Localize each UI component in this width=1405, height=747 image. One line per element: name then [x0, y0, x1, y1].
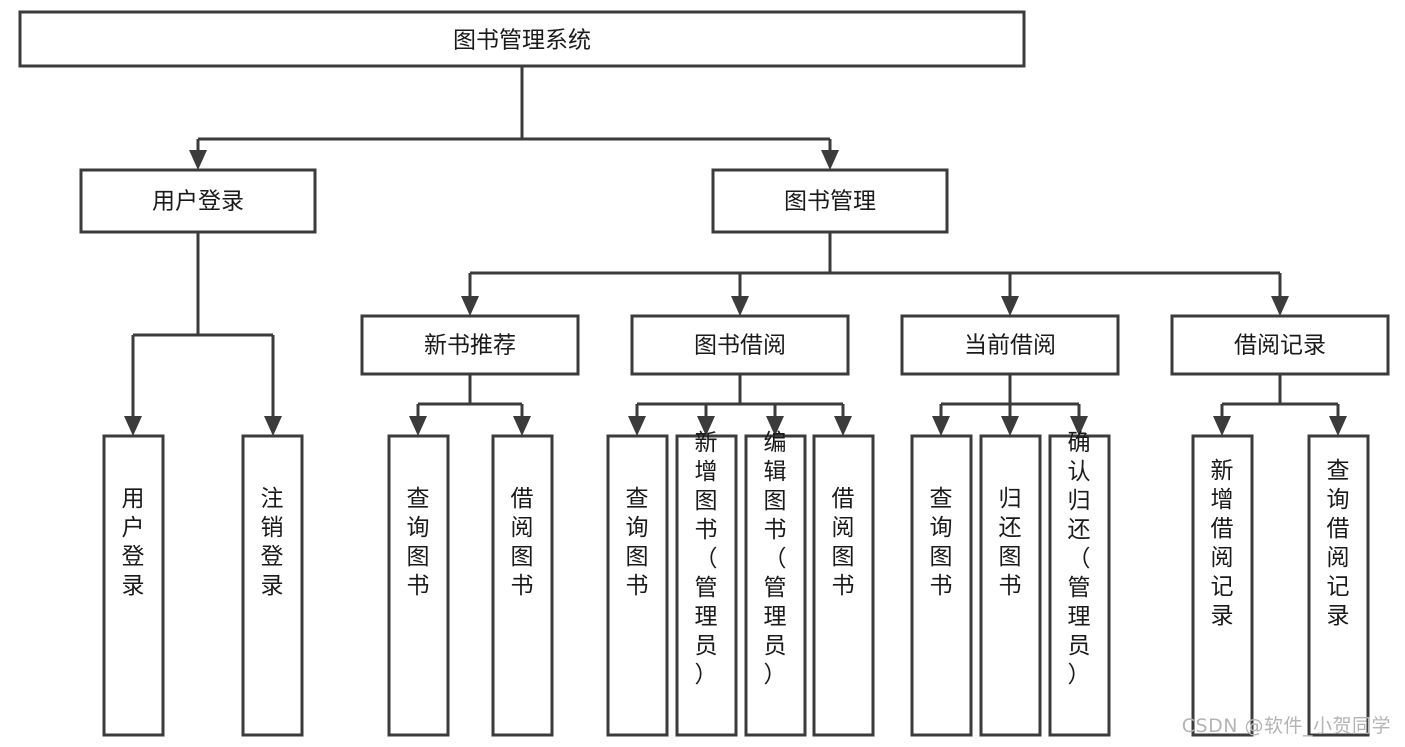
node-user-login-box[interactable]: [79, 168, 317, 234]
node-leaf-add-record-label: 新增借阅记录: [1211, 458, 1234, 629]
arrow-to-borrow-record: [1271, 296, 1289, 316]
arrow-to-new-book-recommend: [461, 296, 479, 316]
node-leaf-add-record[interactable]: 新增借阅记录: [1191, 434, 1254, 737]
arrow-to-leaf-edit-book: [766, 416, 784, 436]
node-leaf-logout-box[interactable]: [241, 434, 304, 737]
node-book-manage-label: 图书管理: [784, 189, 876, 215]
arrow-to-book-borrow: [731, 296, 749, 316]
node-leaf-confirm-return[interactable]: 确认归还（管理员）: [1048, 430, 1111, 737]
arrow-to-current-borrow: [1001, 296, 1019, 316]
node-leaf-return-book[interactable]: 归还图书: [979, 434, 1042, 737]
node-root-box[interactable]: [18, 10, 1026, 68]
node-borrow-record-box[interactable]: [1170, 314, 1390, 376]
node-leaf-borrow-book-2-label: 借阅图书: [832, 486, 855, 599]
node-root[interactable]: 图书管理系统: [18, 10, 1026, 68]
node-book-manage[interactable]: 图书管理: [711, 168, 949, 234]
node-leaf-user-login-label: 用户登录: [122, 486, 145, 599]
node-book-borrow-box[interactable]: [630, 314, 850, 376]
arrow-to-leaf-add-book: [697, 416, 715, 436]
node-user-login-label: 用户登录: [152, 189, 244, 215]
node-leaf-query-book-3-box[interactable]: [910, 434, 973, 737]
arrow-to-leaf-query-book-2: [628, 416, 646, 436]
node-leaf-confirm-return-label: 确认归还（管理员）: [1068, 430, 1091, 688]
node-leaf-query-record-box[interactable]: [1307, 434, 1370, 737]
arrow-to-leaf-query-book-1: [409, 416, 427, 436]
arrow-to-leaf-logout: [264, 416, 282, 436]
node-leaf-add-record-box[interactable]: [1191, 434, 1254, 737]
node-leaf-edit-book[interactable]: 编辑图书（管理员）: [744, 430, 807, 737]
node-leaf-borrow-book-1[interactable]: 借阅图书: [491, 434, 554, 737]
node-leaf-edit-book-box[interactable]: [744, 434, 807, 737]
node-book-borrow[interactable]: 图书借阅: [630, 314, 850, 376]
arrow-to-leaf-query-record: [1329, 416, 1347, 436]
node-leaf-add-book[interactable]: 新增图书（管理员）: [675, 430, 738, 737]
node-leaf-logout[interactable]: 注销登录: [241, 434, 304, 737]
node-book-borrow-label: 图书借阅: [694, 333, 786, 359]
arrow-to-leaf-borrow-book-1: [513, 416, 531, 436]
node-leaf-return-book-box[interactable]: [979, 434, 1042, 737]
node-leaf-query-record[interactable]: 查询借阅记录: [1307, 434, 1370, 737]
node-leaf-query-book-2-box[interactable]: [606, 434, 669, 737]
node-leaf-edit-book-label: 编辑图书（管理员）: [764, 430, 787, 688]
node-leaf-query-book-3-label: 查询图书: [930, 486, 953, 599]
node-leaf-query-book-1-label: 查询图书: [407, 486, 430, 599]
node-user-login[interactable]: 用户登录: [79, 168, 317, 234]
node-leaf-add-book-box[interactable]: [675, 434, 738, 737]
node-new-book-recommend[interactable]: 新书推荐: [360, 314, 580, 376]
arrow-to-user-login: [189, 150, 207, 170]
arrow-to-leaf-return-book: [1001, 416, 1019, 436]
node-new-book-recommend-label: 新书推荐: [424, 333, 516, 359]
node-leaf-query-book-1-box[interactable]: [387, 434, 450, 737]
edges-layer: [124, 66, 1347, 436]
node-leaf-logout-label: 注销登录: [261, 486, 284, 599]
node-current-borrow[interactable]: 当前借阅: [900, 314, 1120, 376]
arrow-to-book-manage: [821, 150, 839, 170]
node-current-borrow-box[interactable]: [900, 314, 1120, 376]
node-leaf-return-book-label: 归还图书: [999, 486, 1022, 599]
node-borrow-record-label: 借阅记录: [1234, 333, 1326, 359]
node-root-label: 图书管理系统: [453, 28, 591, 54]
arrow-to-leaf-query-book-3: [932, 416, 950, 436]
node-leaf-borrow-book-1-box[interactable]: [491, 434, 554, 737]
node-leaf-query-book-2[interactable]: 查询图书: [606, 434, 669, 737]
node-leaf-query-book-3[interactable]: 查询图书: [910, 434, 973, 737]
node-leaf-query-record-label: 查询借阅记录: [1327, 458, 1350, 629]
node-current-borrow-label: 当前借阅: [964, 333, 1056, 359]
node-leaf-confirm-return-box[interactable]: [1048, 434, 1111, 737]
node-borrow-record[interactable]: 借阅记录: [1170, 314, 1390, 376]
node-leaf-add-book-label: 新增图书（管理员）: [695, 430, 718, 688]
node-leaf-borrow-book-2-box[interactable]: [812, 434, 875, 737]
arrow-to-leaf-borrow-book-2: [834, 416, 852, 436]
arrow-to-leaf-confirm-return: [1070, 416, 1088, 436]
node-leaf-borrow-book-2[interactable]: 借阅图书: [812, 434, 875, 737]
node-book-manage-box[interactable]: [711, 168, 949, 234]
node-new-book-recommend-box[interactable]: [360, 314, 580, 376]
node-leaf-user-login-box[interactable]: [102, 434, 165, 737]
arrow-to-leaf-add-record: [1213, 416, 1231, 436]
node-leaf-query-book-1[interactable]: 查询图书: [387, 434, 450, 737]
arrow-to-leaf-user-login: [124, 416, 142, 436]
node-leaf-query-book-2-label: 查询图书: [626, 486, 649, 599]
node-leaf-borrow-book-1-label: 借阅图书: [511, 486, 534, 599]
node-leaf-user-login[interactable]: 用户登录: [102, 434, 165, 737]
